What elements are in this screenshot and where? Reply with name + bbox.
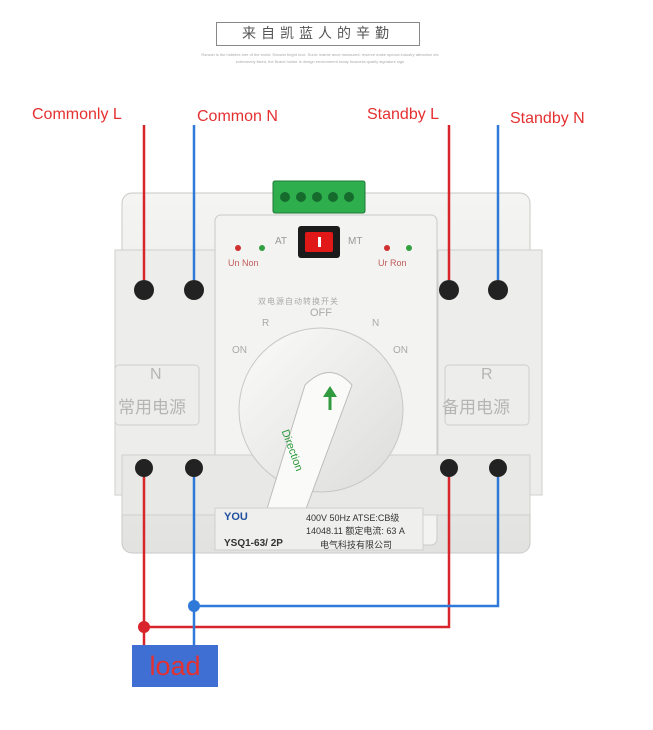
neutral-wires (192, 125, 500, 645)
banner-title: 来自凯蓝人的辛勤 (216, 22, 420, 46)
standby-l-label: Standby L (367, 106, 440, 123)
spec-line-1: 400V 50Hz ATSE:CB级 (306, 513, 400, 523)
banner-fine-print-1: Ranwin is the hobbies tree of the world.… (201, 52, 439, 57)
common-n-label: Common N (197, 108, 278, 125)
indicator-left-text: Un Non (228, 258, 259, 268)
on-right-label: ON (393, 345, 408, 356)
panel-left-text: 常用电源 (118, 398, 186, 418)
commonly-l-label: Commonly L (32, 106, 122, 123)
on-left-label: ON (232, 345, 247, 356)
panel-right-text: 备用电源 (442, 398, 510, 418)
load-box: load (132, 645, 218, 687)
live-wires (142, 125, 451, 629)
at-label: AT (275, 236, 288, 247)
maker-text: 电气科技有限公司 (320, 540, 393, 550)
r-label: R (262, 318, 270, 329)
off-label: OFF (310, 307, 332, 319)
rotary-knob (238, 327, 404, 531)
indicator-right-text: Ur Ron (378, 258, 407, 268)
standby-n-label: Standby N (510, 110, 585, 127)
mt-label: MT (348, 236, 363, 247)
spec-line-2: 14048.11 额定电流: 63 A (306, 526, 405, 536)
terminal-block (272, 180, 366, 214)
banner-fine-print-2: extensively listed, the Brand holder is … (235, 59, 405, 64)
model-text: YSQ1-63/ 2P (224, 538, 283, 549)
panel-right-letter: R (481, 366, 493, 383)
neutral-junction-dot (188, 600, 200, 612)
panel-left-letter: N (150, 366, 162, 383)
rocker-switch (298, 226, 340, 258)
device-caption: 双电源自动转换开关 (258, 297, 339, 306)
n-label: N (372, 318, 380, 329)
live-junction-dot (138, 621, 150, 633)
brand-text: YOU (224, 511, 248, 523)
